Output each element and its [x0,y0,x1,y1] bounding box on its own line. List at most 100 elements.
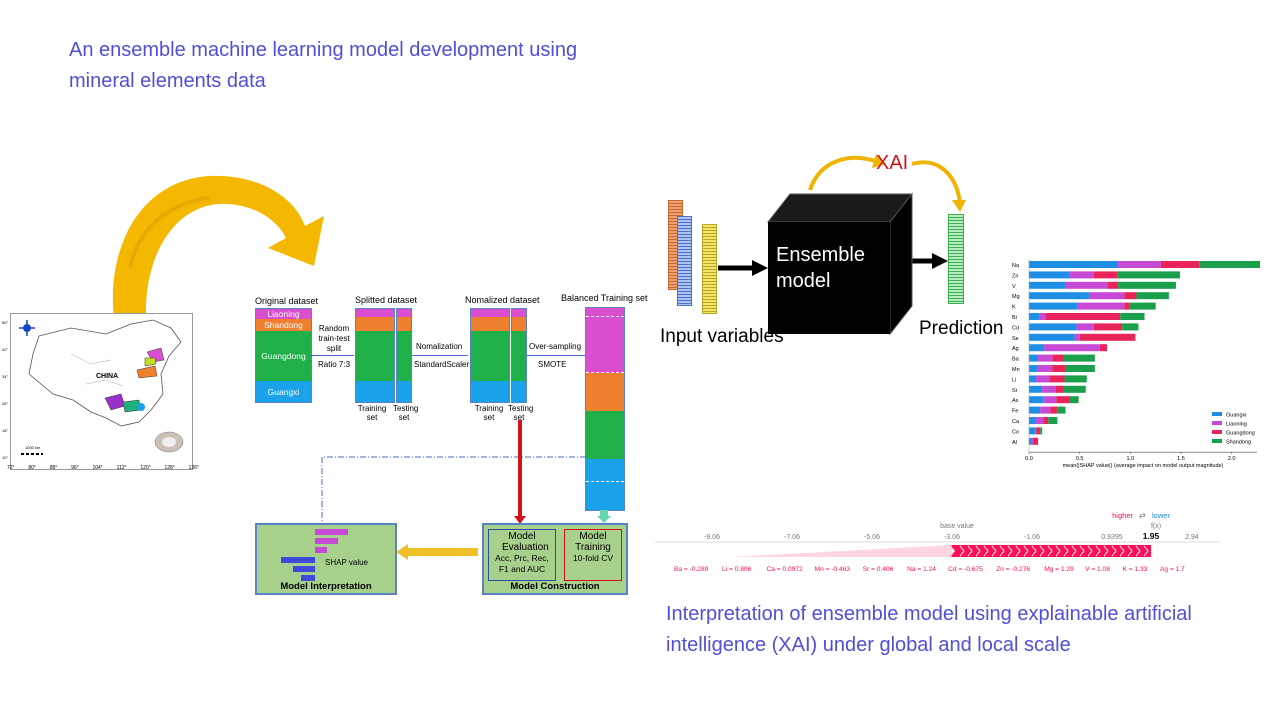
map-country: CHINA [96,373,118,380]
ytick-label: Na [1012,263,1020,269]
force-chevron [959,545,965,557]
model-training-title: Model Training [575,531,611,553]
bar-liaoning-al [1031,437,1034,445]
ytick-label: Mn [1012,367,1020,373]
ytick-label: Al [1012,440,1017,446]
bar-shandong-k [1129,302,1156,310]
norm-train-label: Training set [474,404,504,422]
pipeline-diagram: Original dataset Liaoning Shandong Guang… [250,290,650,595]
bar-guangxi-mn [1029,365,1038,372]
bar-guangdong-sr [1055,385,1064,393]
force-tick: -1.06 [1024,534,1040,541]
model-interpretation-box: SHAP value Model Interpretation [255,523,397,595]
bar-guangdong-k [1124,302,1130,310]
force-chevron [967,545,973,557]
bar-guangxi-sr [1029,385,1043,393]
ytick-label: Bi [1012,315,1017,321]
map-ytick: 42° [2,347,9,352]
map-ytick: 50° [2,320,9,325]
bar-guangdong-ca [1043,417,1049,424]
bar-guangxi-mg [1029,292,1090,300]
force-chevron [983,545,989,557]
model-construction-title: Model Construction [510,581,600,592]
xtick-label: 0.0 [1025,456,1033,462]
split-train-bar [355,308,395,403]
map-xtick: 80° [28,465,36,471]
ytick-label: Co [1012,429,1019,435]
force-chevron [1039,545,1045,557]
model-training-cv: 10-fold CV [572,553,614,563]
force-chevron [1071,545,1077,557]
model-evaluation-box: Model Evaluation Acc, Prc, Rec, F1 and A… [488,529,556,581]
norm-step-label: Nomalization [416,342,463,351]
force-chevron [1063,545,1069,557]
feature-label: Cd = -0.675 [948,566,983,573]
lower-label: lower [1152,511,1170,520]
bar-guangdong-mn [1052,365,1066,372]
bar-shandong-as [1069,396,1079,404]
shap-value-label: SHAP value [325,558,368,567]
force-chevron [1015,545,1021,557]
bar-guangxi-zn [1029,271,1070,279]
balanced-bar [585,307,625,511]
higher-label: higher [1112,511,1133,520]
bottom-title-line1: Interpretation of ensemble model using e… [666,603,1192,625]
legend-swatch [1212,430,1222,434]
force-fan [732,545,952,557]
map-xtick: 120° [140,465,151,471]
map-xtick: 96° [71,465,79,471]
legend-label: Liaoning [1226,422,1247,428]
force-chevron [1087,545,1093,557]
force-chevron [1095,545,1101,557]
ytick-label: K [1012,305,1016,311]
force-chevron [1007,545,1013,557]
force-tick: 0.9395 [1101,534,1123,541]
pipeline-connectors [321,420,611,560]
split-arrow-icon [310,355,354,356]
input-bar-3 [702,224,717,314]
bar-guangxi-co [1029,427,1036,435]
map-ytick: 10° [2,455,9,460]
norm-arrow-icon [412,355,468,356]
force-chevron [1031,545,1037,557]
bottom-title: Interpretation of ensemble model using e… [666,599,1192,661]
norm-dataset-title: Nomalized dataset [465,295,540,305]
xai-arrows [718,154,966,336]
norm-test-bar [511,308,527,403]
input-bar-2 [677,216,692,306]
x-axis-label: mean(|SHAP value|) (average impact on mo… [1063,463,1224,469]
legend-swatch [1212,421,1222,425]
ytick-label: Li [1012,377,1016,383]
fx-label: f(x) [1151,523,1161,530]
bar-shandong-co [1040,427,1043,435]
segment-shandong: Shandong [256,319,311,331]
bar-guangxi-k [1029,302,1078,310]
bar-shandong-cd [1122,323,1139,331]
top-title-line2: mineral elements data [69,70,266,92]
force-chevron [975,545,981,557]
feature-label: Sr = 0.406 [863,566,894,573]
bar-shandong-ca [1048,417,1058,424]
feature-label: Ag = 1.7 [1160,566,1185,573]
model-interpretation-title: Model Interpretation [280,581,372,592]
bar-guangxi-v [1029,281,1066,289]
legend-swatch [1212,439,1222,443]
original-dataset-title: Original dataset [255,296,319,306]
bar-guangdong-v [1108,281,1119,289]
oversample-method: SMOTE [538,360,567,369]
bar-liaoning-v [1065,281,1109,289]
model-evaluation-metrics: Acc, Prc, Rec, F1 and AUC [495,553,549,574]
map-xtick: 136° [188,465,199,471]
xtick-label: 0.5 [1076,456,1084,462]
feature-label: Ba = -0.289 [674,566,709,573]
bar-shandong-fe [1057,406,1066,414]
ytick-label: Cd [1012,325,1019,331]
force-chevron [991,545,997,557]
bar-guangxi-se [1029,333,1075,341]
prediction-bar [948,214,964,304]
bar-guangdong-co [1036,427,1041,435]
bar-liaoning-cd [1076,323,1094,331]
balanced-title: Balanced Training set [561,293,648,303]
split-train-label: Training set [357,404,387,422]
